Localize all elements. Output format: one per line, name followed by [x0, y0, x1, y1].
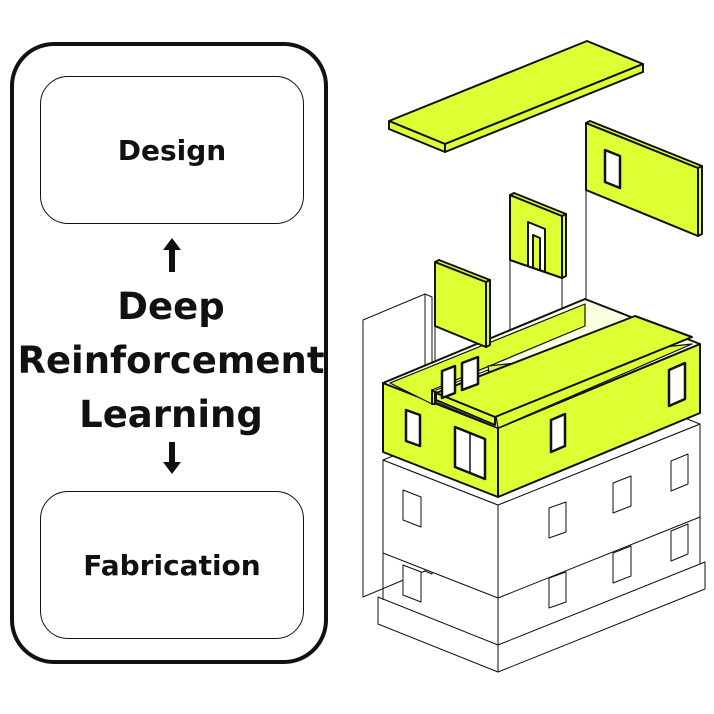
door-panel [509, 192, 567, 279]
green-module [382, 298, 701, 498]
design-box: Design [40, 76, 304, 224]
fabrication-box: Fabrication [40, 491, 304, 639]
arrow-down-icon [163, 442, 181, 474]
fabrication-label: Fabrication [83, 548, 261, 582]
center-line-3: Learning [79, 393, 263, 436]
roof-panel [388, 40, 644, 153]
center-line-1: Deep [117, 285, 225, 328]
modular-building-illustration [362, 40, 706, 673]
process-frame [10, 42, 328, 664]
center-title: Deep Reinforcement Learning [10, 280, 332, 442]
left-wall-panel [434, 259, 491, 348]
right-wall-panel [585, 120, 703, 237]
design-label: Design [117, 133, 227, 167]
center-line-2: Reinforcement [17, 339, 325, 382]
arrow-up-icon [163, 238, 181, 272]
